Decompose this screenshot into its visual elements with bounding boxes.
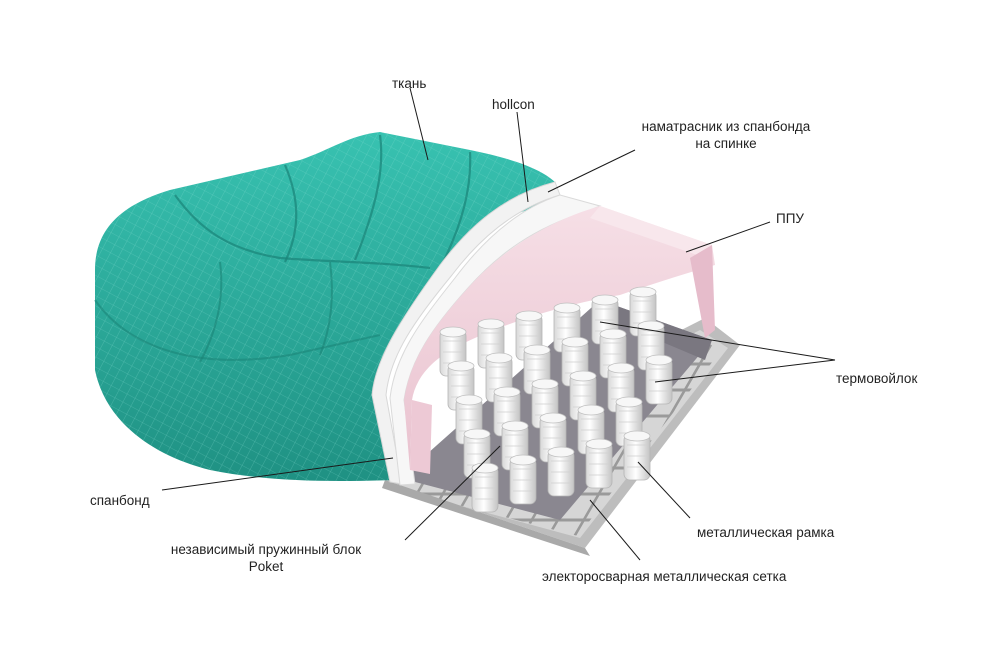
label-topper: наматрасник из спанбонда на спинке <box>618 118 834 152</box>
label-ppu: ППУ <box>776 211 804 226</box>
spring-pocket-top <box>623 430 651 442</box>
label-felt: термовойлок <box>836 371 918 386</box>
spring-pocket-top <box>607 362 635 374</box>
leader-spunbond <box>161 457 394 491</box>
spring-block <box>439 286 673 513</box>
leader-spring-block <box>404 445 501 541</box>
label-spring-block-line1: независимый пружинный блок <box>170 542 362 557</box>
spring-pocket-top <box>629 286 657 298</box>
spunbond-layer <box>371 181 561 485</box>
spring-pocket-top <box>523 344 551 356</box>
label-fabric: ткань <box>392 76 427 91</box>
leader-ppu <box>685 221 771 253</box>
label-spring-block-line2: Poket <box>248 559 284 574</box>
spring-pocket-top <box>547 446 575 458</box>
leader-felt-2 <box>654 359 836 383</box>
leader-felt-1 <box>599 321 836 361</box>
spring-pocket-top <box>591 294 619 306</box>
spring-pocket-top <box>477 318 505 330</box>
leader-hollcon <box>516 111 529 203</box>
spring-pocket-top <box>447 360 475 372</box>
spring-pocket-top <box>553 302 581 314</box>
label-metal-frame: металлическая рамка <box>697 525 835 540</box>
fabric-body <box>94 132 555 481</box>
label-spunbond: спанбонд <box>90 493 150 508</box>
ppu-foam <box>404 206 715 474</box>
spring-pocket-top <box>501 420 529 432</box>
leader-welded-mesh <box>589 499 641 561</box>
leader-topper <box>547 149 636 193</box>
spring-pocket-top <box>585 438 613 450</box>
leader-fabric <box>409 87 429 161</box>
spring-pocket-top <box>645 354 673 366</box>
spring-pocket-top <box>637 320 665 332</box>
spring-pocket-top <box>615 396 643 408</box>
label-welded-mesh: электоросварная металлическая сетка <box>542 569 787 584</box>
spring-pocket-top <box>569 370 597 382</box>
spring-pocket-top <box>577 404 605 416</box>
spring-pocket-top <box>539 412 567 424</box>
spring-pocket-top <box>599 328 627 340</box>
label-spring-block: независимый пружинный блок Poket <box>160 541 372 575</box>
spring-pocket-top <box>455 394 483 406</box>
label-topper-line1: наматрасник из спанбонда <box>641 119 811 134</box>
spring-pocket-top <box>561 336 589 348</box>
spring-pocket-top <box>531 378 559 390</box>
label-hollcon: hollcon <box>492 97 535 112</box>
spring-pocket-top <box>509 454 537 466</box>
spring-pocket-top <box>439 326 467 338</box>
spring-pocket-top <box>463 428 491 440</box>
spring-pocket-top <box>493 386 521 398</box>
spring-pocket-top <box>515 310 543 322</box>
spring-pocket-top <box>485 352 513 364</box>
spring-pocket-top <box>471 462 499 474</box>
label-topper-line2: на спинке <box>695 136 757 151</box>
leader-metal-frame <box>637 461 691 519</box>
